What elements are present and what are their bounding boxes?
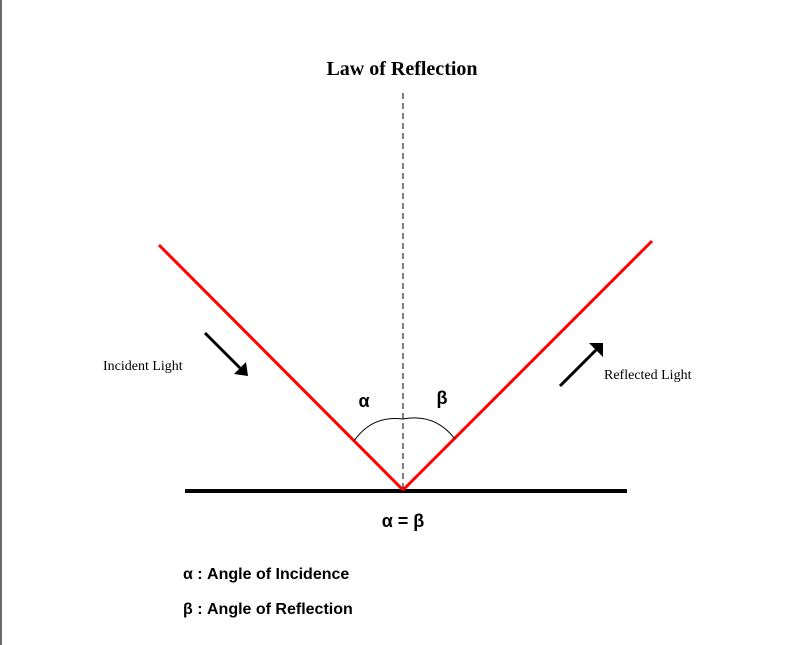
incident-light-label: Incident Light (103, 359, 183, 374)
angle-alpha-arc (353, 417, 404, 442)
angle-beta-arc (402, 417, 456, 440)
incident-arrowhead-icon (234, 362, 248, 376)
incident-ray (157, 243, 405, 492)
page-left-border (0, 0, 2, 645)
equation-label: α = β (382, 511, 425, 531)
reflected-ray (401, 239, 654, 492)
reflected-direction-arrow-icon (558, 348, 598, 388)
reflected-arrowhead-icon (589, 343, 603, 357)
legend-beta: β : Angle of Reflection (183, 601, 353, 618)
diagram-title: Law of Reflection (326, 58, 477, 80)
legend-alpha: α : Angle of Incidence (183, 566, 349, 583)
reflected-light-label: Reflected Light (604, 368, 692, 383)
beta-label: β (437, 388, 448, 408)
alpha-label: α (358, 391, 369, 411)
incident-direction-arrow-icon (203, 331, 242, 370)
